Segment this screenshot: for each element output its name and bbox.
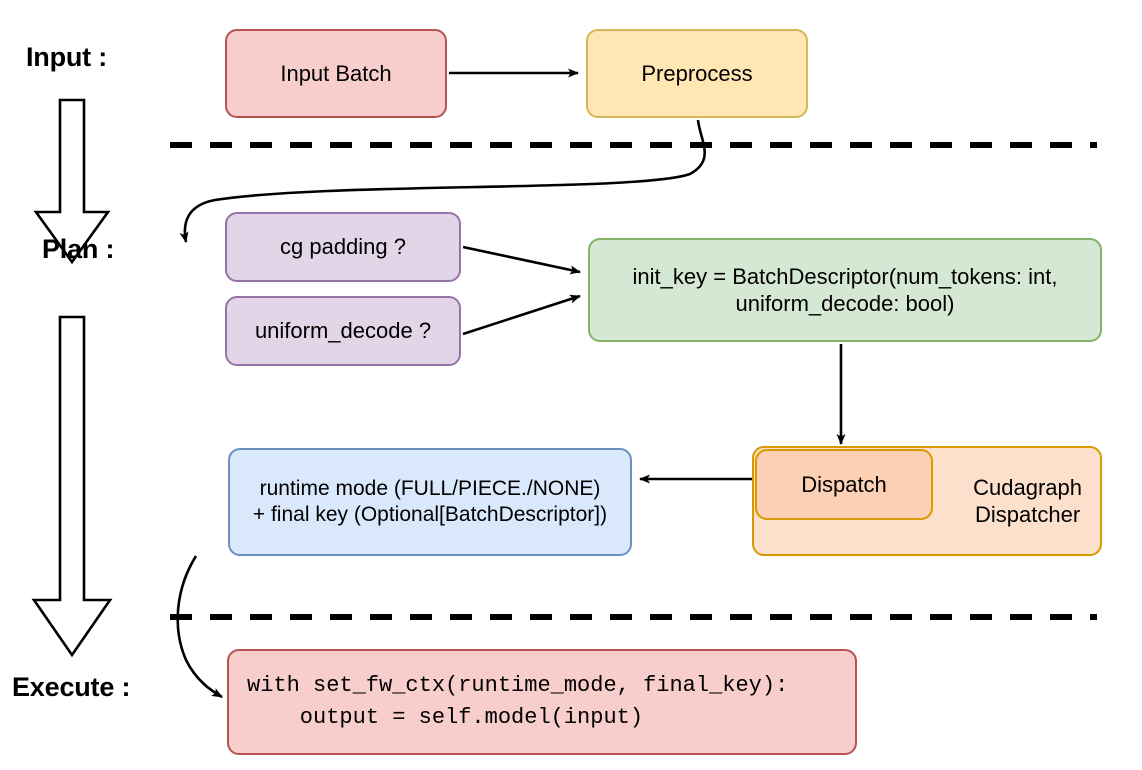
stage-label-execute: Execute : [12,672,131,702]
node-input-batch-label: Input Batch [280,60,392,86]
node-init-key-label: init_key = BatchDescriptor(num_tokens: i… [632,263,1058,317]
node-runtime-mode[interactable]: runtime mode (FULL/PIECE./NONE) + final … [228,448,632,556]
stage-label-plan: Plan : [42,234,115,264]
connector-runtime-mode-to-execute-code [176,555,223,699]
node-preprocess-label: Preprocess [641,60,753,86]
node-init-key[interactable]: init_key = BatchDescriptor(num_tokens: i… [588,238,1102,342]
node-execute-code[interactable]: with set_fw_ctx(runtime_mode, final_key)… [227,649,857,755]
node-execute-code-label: with set_fw_ctx(runtime_mode, final_key)… [247,673,789,730]
node-uniform-decode-label: uniform_decode ? [254,318,432,344]
plan-to-execute-block-arrow [31,315,113,658]
node-preprocess[interactable]: Preprocess [586,29,808,118]
connector-uniform-decode-to-init-key [462,294,581,336]
node-cg-padding[interactable]: cg padding ? [225,212,461,282]
node-uniform-decode[interactable]: uniform_decode ? [225,296,461,366]
node-dispatch-label: Dispatch [801,471,887,497]
connector-cg-padding-to-init-key [462,245,581,275]
node-cudagraph-dispatcher-label: Cudagraph Dispatcher [973,474,1082,528]
node-dispatch[interactable]: Dispatch [755,449,933,520]
node-input-batch[interactable]: Input Batch [225,29,447,118]
node-runtime-mode-label: runtime mode (FULL/PIECE./NONE) + final … [252,476,608,526]
node-cg-padding-label: cg padding ? [280,234,406,260]
stage-label-input: Input : [26,42,108,72]
